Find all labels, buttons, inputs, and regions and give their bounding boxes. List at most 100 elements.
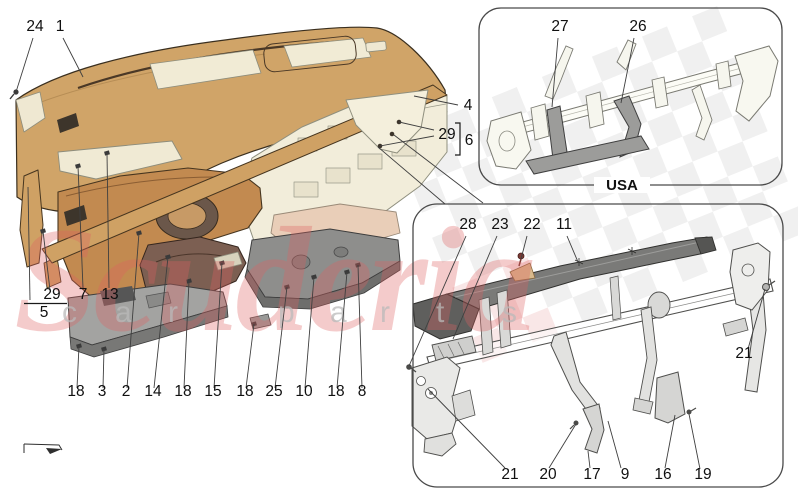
flag-checker — [497, 172, 533, 208]
callout-label-19: 19 — [694, 466, 711, 483]
callout-label-25: 25 — [265, 383, 282, 400]
group-6-bracket — [455, 122, 461, 156]
callout-label-3: 3 — [98, 383, 107, 400]
leader-line — [42, 230, 51, 291]
bracket-17 — [582, 403, 605, 454]
knee-panel — [67, 283, 229, 358]
callout-label-28: 28 — [459, 216, 476, 233]
callout-label-22: 22 — [523, 216, 540, 233]
flag-checker — [752, 156, 788, 192]
leader-line — [274, 286, 288, 389]
watermark-letter: s — [502, 296, 517, 329]
watermark-letter: t — [436, 296, 445, 329]
flag-checker — [652, 196, 688, 232]
leader-line — [393, 134, 484, 204]
leader-line — [398, 121, 435, 131]
callout-label-6: 6 — [465, 132, 474, 149]
callout-label-1: 1 — [56, 18, 65, 35]
sensor-vent — [365, 40, 387, 53]
watermark-letter: c — [62, 296, 77, 329]
flag-checker — [517, 222, 553, 258]
leader-line — [413, 95, 459, 106]
flag-checker — [567, 202, 603, 238]
side-vent — [57, 113, 79, 133]
trim-strip — [41, 84, 448, 264]
leader-line — [27, 186, 31, 301]
watermark-letter: a — [115, 296, 132, 329]
bolt-21 — [762, 280, 776, 291]
small-bracket — [213, 251, 243, 271]
flag-checker — [692, 6, 728, 42]
flag-checker — [632, 146, 668, 182]
usa-frame-drawing — [486, 39, 779, 175]
flag-checker — [717, 141, 753, 177]
leader-line — [126, 232, 140, 389]
seal-strip-part — [23, 443, 63, 454]
leader-line — [747, 288, 766, 350]
callout-label-18: 18 — [236, 383, 253, 400]
callout-label-18: 18 — [67, 383, 84, 400]
callout-label-11: 11 — [556, 216, 572, 233]
callout-label-26: 26 — [629, 18, 646, 35]
callout-label-2: 2 — [122, 383, 131, 400]
callout-label-7: 7 — [79, 286, 88, 303]
callout-label-9: 9 — [621, 466, 630, 483]
leader-line — [452, 235, 498, 340]
flag-checker — [467, 242, 503, 278]
flag-checker — [572, 287, 608, 323]
leader-line — [520, 235, 528, 260]
screw-20 — [569, 420, 579, 430]
flag-checker — [622, 267, 658, 303]
screw-24 — [9, 89, 19, 100]
leader-line — [551, 37, 559, 108]
callout-label-29: 29 — [438, 126, 455, 143]
flag-checker — [461, 157, 498, 193]
callout-label-4: 4 — [464, 97, 473, 114]
leader-line — [77, 165, 84, 289]
leader-line — [377, 146, 446, 205]
upper-bracket-strip — [57, 140, 183, 180]
leader-line — [587, 450, 591, 469]
watermark-letter: p — [278, 296, 295, 329]
leader-line — [76, 345, 80, 389]
leader-line — [102, 348, 105, 389]
callout-label-20: 20 — [539, 466, 557, 483]
leader-line — [336, 271, 348, 389]
usa-caption: USA — [606, 177, 638, 194]
leader-line — [245, 323, 255, 389]
leader-line — [62, 37, 84, 78]
callout-label-13: 13 — [101, 286, 118, 303]
flag-checker — [441, 107, 477, 143]
flag-checker — [677, 41, 713, 77]
leader-line — [106, 152, 110, 289]
callout-label-29: 29 — [43, 286, 60, 303]
callout-label-21: 21 — [501, 466, 518, 483]
flag-checker — [772, 206, 798, 242]
flag-checker — [532, 187, 568, 223]
flag-checker — [641, 26, 678, 62]
callout-label-17: 17 — [583, 466, 600, 483]
dashboard-exploded-view — [9, 26, 448, 454]
leader-line — [357, 264, 363, 389]
callout-label-15: 15 — [204, 383, 221, 400]
callout-label-10: 10 — [295, 383, 313, 400]
leader-line — [548, 423, 577, 469]
screw-19 — [686, 407, 697, 415]
callout-label-8: 8 — [358, 383, 367, 400]
leader-line — [607, 420, 622, 469]
flag-checker — [591, 46, 628, 82]
callout-label-16: 16 — [654, 466, 671, 483]
leader-line — [153, 256, 169, 389]
crossbeam-inset-box — [412, 203, 784, 488]
callout-label-21: 21 — [735, 345, 752, 362]
leader-line — [15, 37, 34, 93]
flag-checker — [602, 217, 638, 253]
watermark-brand-text: Scuderia — [14, 197, 533, 363]
leader-line — [566, 235, 579, 263]
wedge-22 — [509, 262, 536, 282]
leader-line — [183, 280, 190, 389]
